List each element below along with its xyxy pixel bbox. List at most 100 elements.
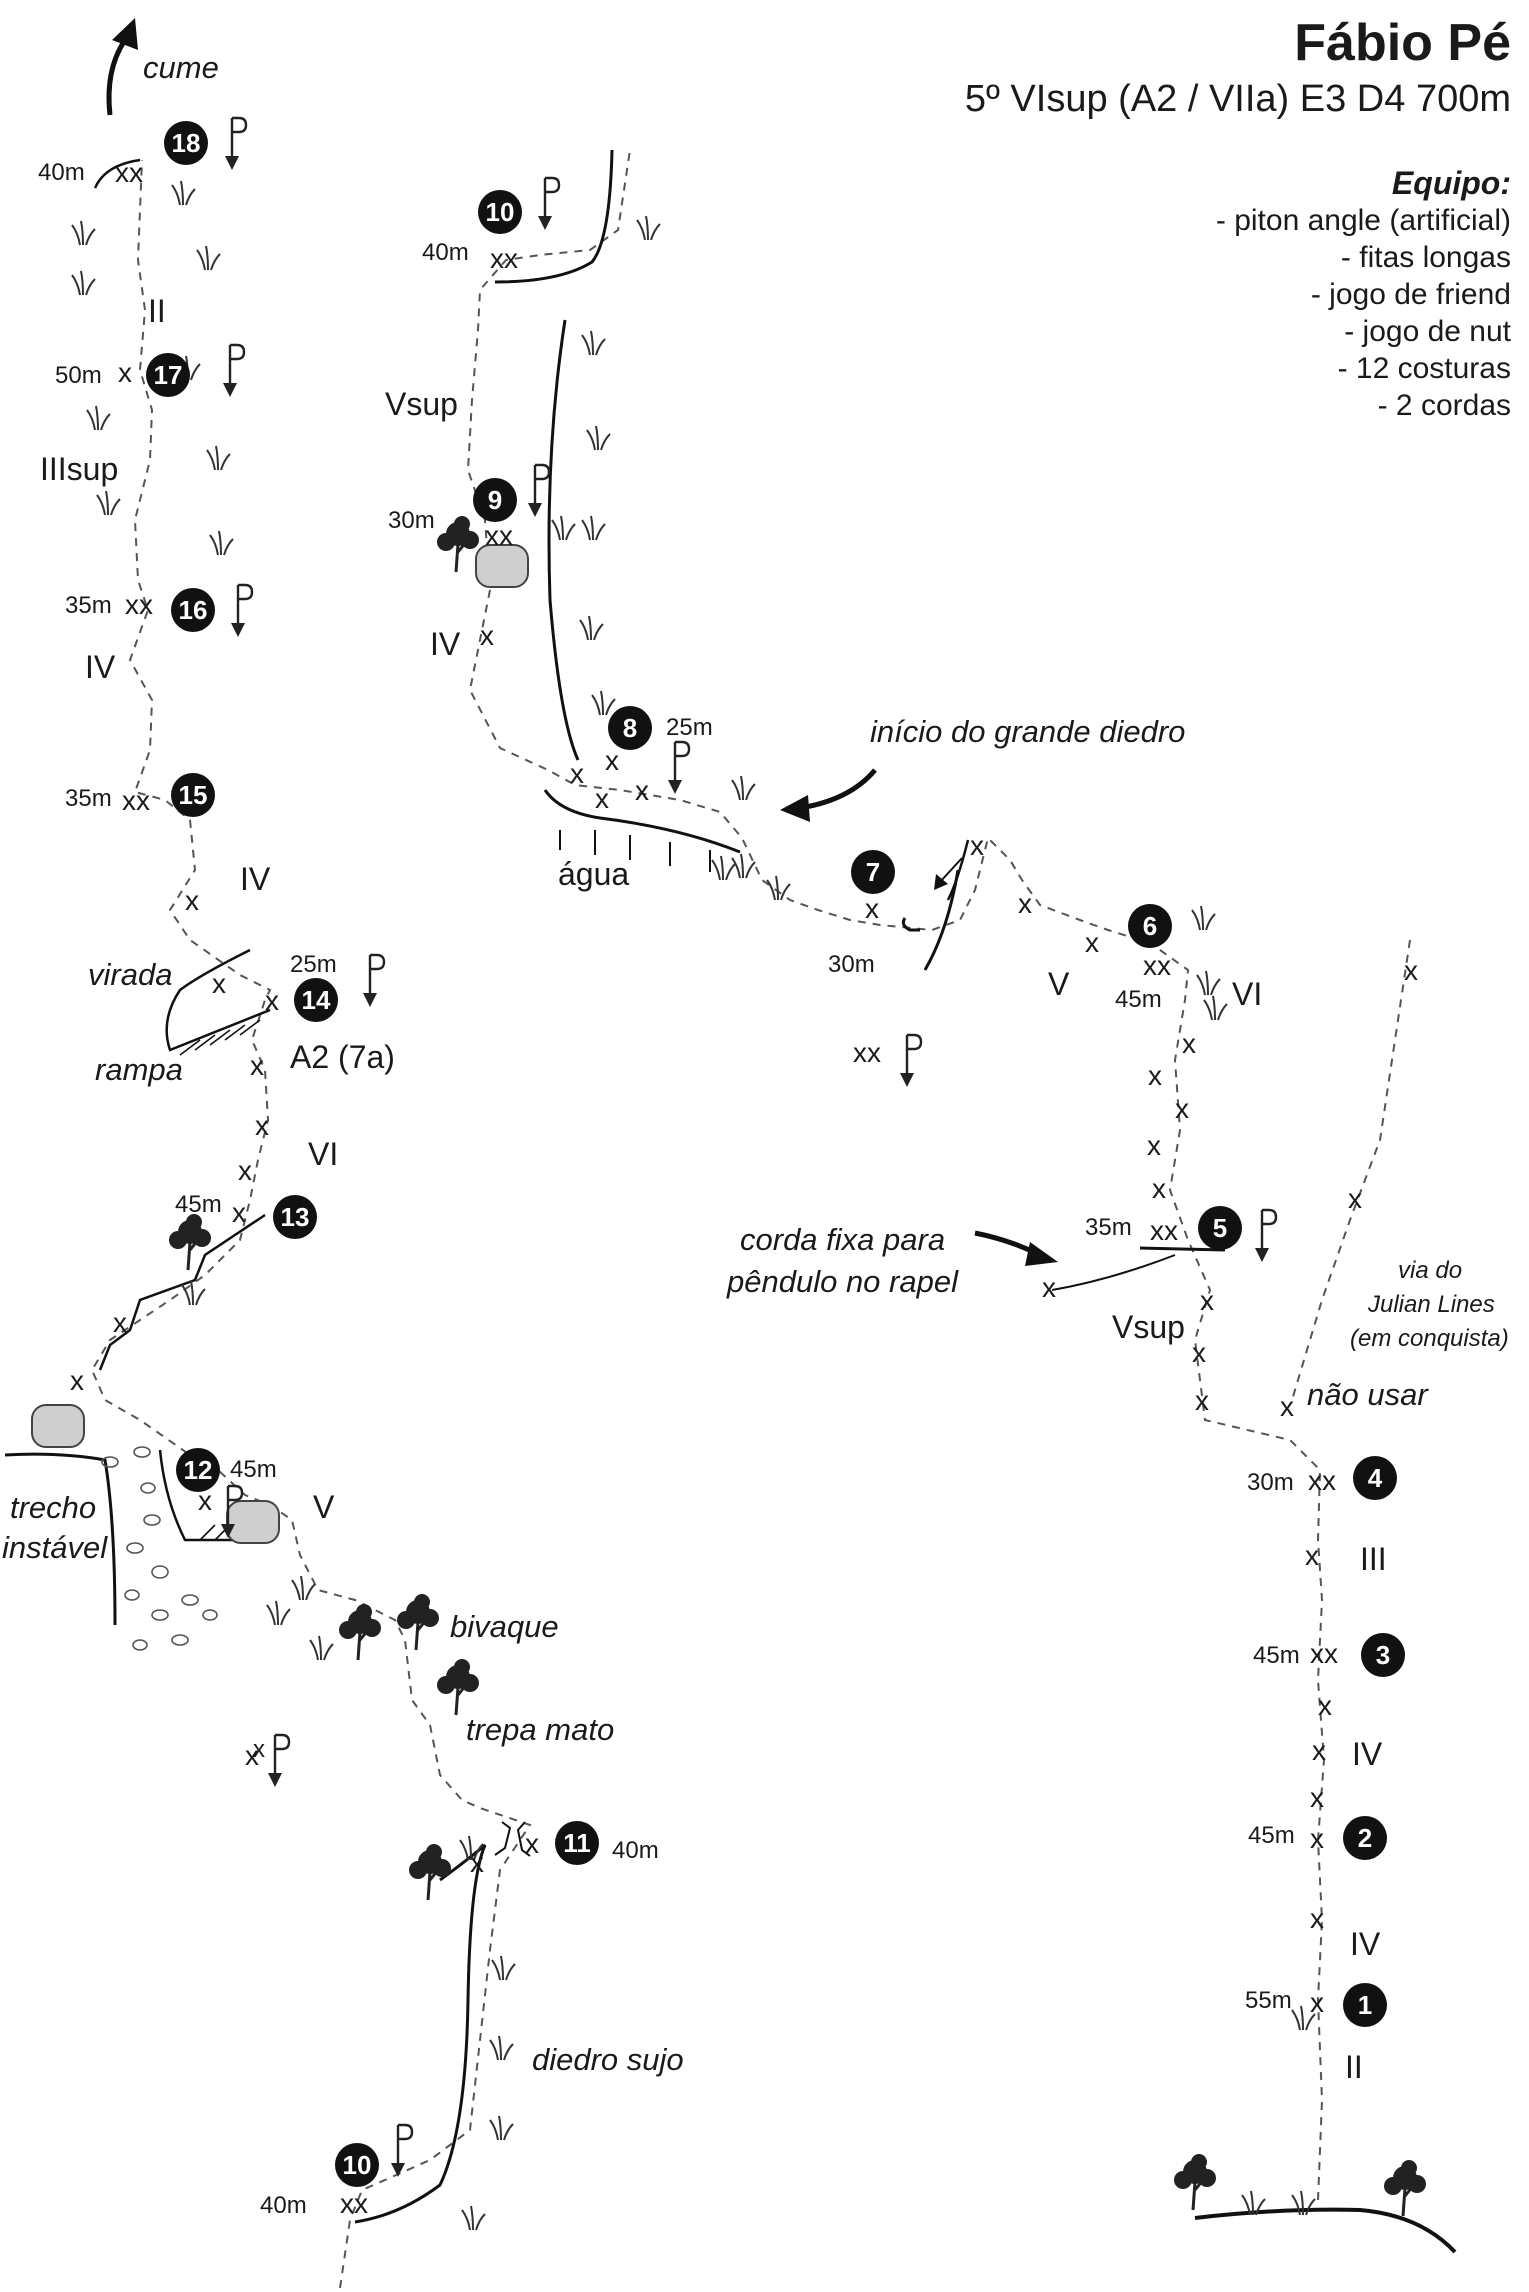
svg-text:x: x [480,620,494,651]
svg-text:x: x [1192,1337,1206,1368]
tree-icon [435,514,481,574]
equipment-item: - jogo de nut [1344,315,1511,348]
svg-text:xx: xx [485,520,513,551]
ground-line [1194,2207,1457,2254]
dihedral-arrow [799,768,877,811]
svg-text:9: 9 [488,485,502,515]
grass-tufts [71,180,1316,2231]
svg-text:x: x [70,1365,84,1396]
svg-text:x: x [1404,955,1418,986]
svg-text:6: 6 [1143,911,1157,941]
pitch-length-15: 35m [65,785,112,812]
grade-pitch-1: II [1345,2049,1363,2085]
dirty-dihedral-line [354,1843,487,2224]
pitch-length-16: 35m [65,592,112,619]
svg-text:x: x [1348,1183,1362,1214]
svg-text:x: x [865,893,879,924]
unstable-edge [4,1452,117,1626]
svg-text:x: x [605,745,619,776]
rappel-icon [361,953,386,1009]
ramp-label: rampa [95,1052,183,1087]
summit-label: cume [143,50,219,85]
svg-text:x: x [570,758,584,789]
svg-text:x: x [1147,1130,1161,1161]
tree-icon [1172,2152,1218,2212]
grade-pitch-13: VI [308,1136,338,1172]
tree-icon [395,1592,441,1652]
rappel-icon [221,343,246,399]
belay-station-9: 9 [473,478,517,522]
summit-arrow [106,38,128,116]
dihedral-line [547,319,580,761]
grade-pitch-10: Vsup [385,386,458,422]
do-not-use-label: não usar [1307,1377,1429,1412]
rappel-icon [223,116,248,172]
svg-text:x: x [1152,1173,1166,1204]
rappel-icon [266,1733,291,1789]
pitch-length-12: 45m [230,1456,277,1483]
svg-text:x: x [212,968,226,999]
pitch-length-13: 45m [175,1191,222,1218]
belay-station-17: 17 [146,353,190,397]
pitch-length-14: 25m [290,951,337,978]
equipment-list: - piton angle (artificial) - fitas longa… [965,202,1511,424]
dirty-dihedral-label: diedro sujo [532,2042,684,2077]
route-line [466,149,1326,2201]
grade-pitch-15: IV [240,861,271,897]
pitch-length-17: 50m [55,362,102,389]
rock-line [98,1213,266,1371]
pitch-length-8: 25m [666,714,713,741]
pitch-length-7: 30m [828,951,875,978]
boulder-icon [31,1404,85,1448]
unstable-label-1: trecho [10,1490,96,1525]
grade-pitch-12: V [313,1489,335,1525]
svg-text:15: 15 [179,780,208,810]
dihedral-start-label: início do grande diedro [870,714,1185,749]
grade-pitch-9: IV [430,626,461,662]
svg-text:x: x [470,1847,484,1878]
pitch-length-9: 30m [388,507,435,534]
rappel-icon [536,176,561,232]
rappel-icon [666,740,691,796]
svg-text:17: 17 [154,360,183,390]
svg-text:2: 2 [1358,1823,1372,1853]
julian-route-line [1291,939,1411,1401]
water-label: água [558,856,629,892]
svg-text:xx: xx [1310,1638,1338,1669]
svg-text:x: x [970,830,984,861]
rock-line [901,869,960,971]
grade-pitch-14: A2 (7a) [290,1039,395,1075]
svg-text:x: x [1182,1028,1196,1059]
svg-text:x: x [1312,1735,1326,1766]
grade-pitch-7: V [1048,966,1070,1002]
svg-text:xx: xx [122,785,150,816]
equipment-item: - 2 cordas [1377,389,1511,422]
svg-text:xx: xx [490,243,518,274]
rock-line [158,1449,260,1542]
svg-text:x: x [525,1828,539,1859]
svg-text:x: x [265,985,279,1016]
svg-text:3: 3 [1376,1640,1390,1670]
svg-text:x: x [1175,1093,1189,1124]
pitch-length-11: 40m [612,1837,659,1864]
svg-text:xx: xx [853,1037,881,1068]
belay-station-10-lower: 10 [335,2143,379,2187]
equipment-item: - fitas longas [1340,241,1511,274]
belay-station-15: 15 [171,773,215,817]
pitch-length-6: 45m [1115,986,1162,1013]
svg-text:x: x [1200,1285,1214,1316]
svg-text:10: 10 [343,2150,372,2180]
julian-label-2: Julian Lines [1367,1291,1495,1318]
belay-station-10-upper: 10 [478,190,522,234]
svg-text:x: x [185,885,199,916]
route-header: Fábio Pé 5º VIsup (A2 / VIIa) E3 D4 700m… [965,12,1511,424]
svg-text:x: x [1310,1903,1324,1934]
route-line [90,159,532,2289]
grade-pitch-3: IV [1352,1736,1383,1772]
fixed-rope-line [1051,1254,1176,1291]
pitch-length-10-lower: 40m [260,2192,307,2219]
svg-text:x: x [113,1307,127,1338]
belay-station-5: 5 [1198,1206,1242,1250]
pitch-length-10-upper: 40m [422,239,469,266]
roof-line [543,789,741,854]
